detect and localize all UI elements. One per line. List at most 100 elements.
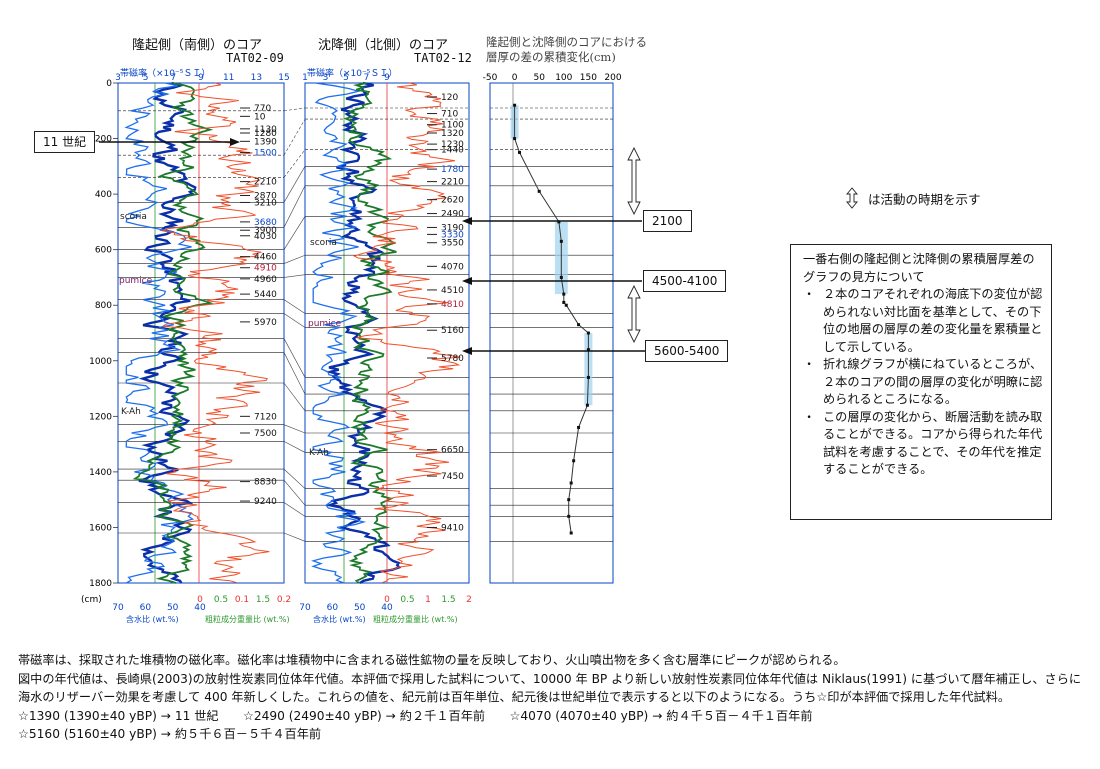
correlation-line: [283, 338, 306, 378]
age-label: 120: [441, 93, 458, 103]
age-label: 1390: [254, 137, 277, 147]
cum-tick-label: 100: [555, 73, 572, 83]
double-arrow-icon: [846, 187, 858, 209]
cum-data-point: [559, 239, 563, 243]
mag-tick-label: 7: [170, 73, 176, 83]
caption: 帯磁率は、採取された堆積物の磁化率。磁化率は堆積物中に含まれる磁性鉱物の量を反映…: [18, 651, 1088, 744]
depth-tick-label: 1000: [89, 357, 112, 367]
cumulative-title-1: 隆起側と沈降側のコアにおける: [486, 35, 647, 49]
correlation-line: [283, 274, 306, 278]
grain-tick-label: 0: [384, 595, 390, 605]
grain-tick-label: 1.5: [256, 595, 270, 605]
correlation-line: [283, 532, 306, 542]
mag-tick-label: 11: [223, 73, 234, 83]
activity-arrow-upper: [627, 146, 641, 216]
age-label: 710: [441, 110, 458, 120]
age-label: 3190: [441, 223, 464, 233]
age-label: 3900: [254, 226, 277, 236]
grain-tick-label: 2: [466, 595, 472, 605]
water-tick-label: 70: [112, 603, 124, 613]
correlation-line: [283, 185, 306, 228]
cum-data-point: [567, 514, 571, 518]
correlation-line: [283, 424, 306, 434]
legend-item: この層厚の変化から、断層活動を読み取ることができる。コアから得られた年代試料を考…: [803, 409, 1043, 479]
cum-data-point: [567, 498, 571, 502]
age-label: 3680: [254, 218, 277, 228]
left-age-labels: 7701011301280139015002210287032103680390…: [240, 104, 277, 507]
water-tick-label: 60: [327, 603, 339, 613]
age-label: 8830: [254, 478, 277, 488]
cum-data-point: [562, 292, 566, 296]
correlation-line: [283, 352, 306, 395]
depth-tick-label: 600: [95, 246, 112, 256]
depth-tick-label: 1200: [89, 412, 112, 422]
cum-data-point: [586, 348, 590, 352]
c5600-arrow-head: [462, 347, 472, 355]
water-tick-label: 60: [140, 603, 152, 613]
right-grain-label: 粗粒成分重量比 (wt.%): [373, 614, 458, 624]
age-label: 7500: [254, 429, 277, 439]
callout-2100: 2100: [643, 210, 692, 232]
age-label: 5780: [441, 354, 464, 364]
correlation-line: [283, 468, 306, 489]
correlation-line: [283, 166, 306, 203]
cum-tick-label: -50: [483, 73, 498, 83]
depth-tick-label: 1600: [89, 523, 112, 533]
age-label: 1320: [441, 129, 464, 139]
cum-data-point: [569, 481, 573, 485]
age-label: 5970: [254, 318, 277, 328]
mag-tick-label: 1: [302, 73, 308, 83]
age-label: 1280: [254, 129, 277, 139]
correlation-line: [283, 107, 306, 112]
caption-line-3: ☆1390 (1390±40 yBP) → 11 世紀 ☆2490 (2490±…: [18, 708, 813, 723]
cumulative-title-2: 層厚の差の累積変化(cm): [486, 50, 616, 64]
caption-line-2: 図中の年代値は、長崎県(2003)の放射性炭素同位体年代値。本評価で採用した試料…: [18, 671, 1082, 705]
left-grain-label: 粗粒成分重量比 (wt.%): [205, 614, 290, 624]
callout-5600-5400: 5600-5400: [645, 340, 729, 362]
cum-tick-label: 0: [512, 73, 518, 83]
cum-data-point: [513, 103, 517, 107]
left-water-label: 含水比 (wt.%): [126, 614, 179, 624]
cum-data-point: [577, 323, 581, 327]
right-core-panel: [304, 81, 470, 585]
legend-item: ２本のコアそれぞれの海底下の変位が認められない対比面を基準として、その下位の地層…: [803, 286, 1043, 356]
age-label: 4910: [254, 264, 277, 274]
left-scoria-label: scoria: [120, 212, 147, 222]
caption-line-4: ☆5160 (5160±40 yBP) → 約５千６百－５千４百年前: [18, 727, 322, 741]
age-label: 1780: [441, 165, 464, 175]
cum-data-point: [518, 150, 522, 154]
legend-box: 一番右側の隆起側と沈降側の累積層厚差のグラフの見方について ２本のコアそれぞれの…: [790, 244, 1052, 520]
legend-list: ２本のコアそれぞれの海底下の変位が認められない対比面を基準として、その下位の地層…: [803, 286, 1043, 479]
correlation-line: [283, 216, 306, 250]
legend-title: 一番右側の隆起側と沈降側の累積層厚差のグラフの見方について: [803, 252, 1035, 284]
cum-data-point: [513, 137, 517, 141]
depth-tick-label: 800: [95, 301, 112, 311]
cum-data-point: [572, 459, 576, 463]
age-label: 5440: [254, 290, 277, 300]
cum-data-point: [586, 331, 590, 335]
right-core-title: 沈降側（北側）のコア: [318, 38, 449, 53]
cum-tick-label: 150: [580, 73, 597, 83]
water-tick-label: 50: [354, 603, 366, 613]
cum-data-point: [562, 300, 566, 304]
right-kah-label: K-Ah: [309, 448, 329, 458]
age-label: 770: [254, 104, 271, 114]
cum-data-point: [537, 189, 541, 193]
right-core-id: TAT02-12: [414, 51, 472, 65]
mag-tick-label: 3: [323, 73, 329, 83]
depth-unit: (cm): [81, 595, 102, 605]
age-label: 7450: [441, 472, 464, 482]
mag-tick-label: 3: [115, 73, 121, 83]
right-water-label: 含水比 (wt.%): [313, 614, 366, 624]
correlation-line: [283, 382, 306, 411]
age-label: 4070: [441, 262, 464, 272]
cum-tick-label: 50: [533, 73, 545, 83]
arrow-note: は活動の時期を示す: [846, 187, 981, 209]
grain-tick-label: 1.5: [441, 595, 455, 605]
right-scoria-label: scoria: [310, 238, 337, 248]
left-pumice-label: pumice: [119, 276, 153, 286]
